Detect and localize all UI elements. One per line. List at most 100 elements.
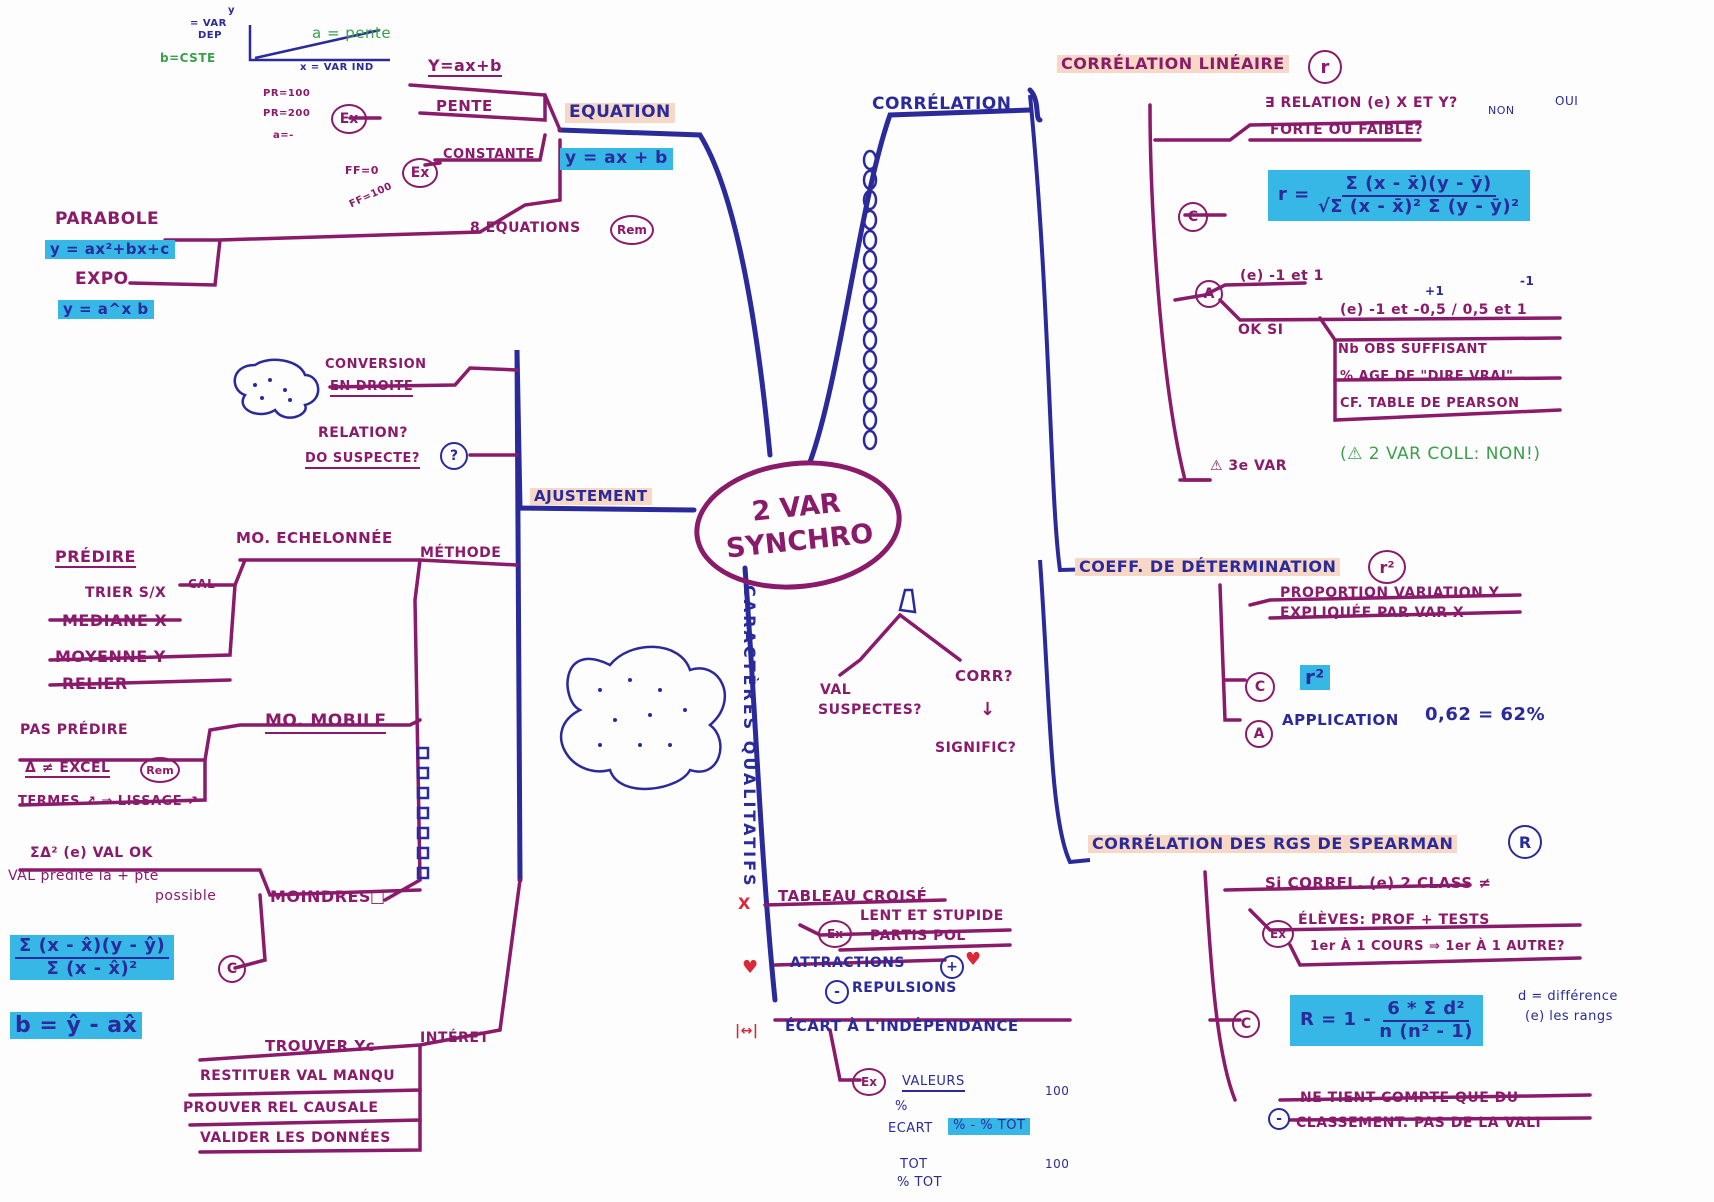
moindres-label: MOINDRES bbox=[270, 887, 371, 906]
ff1-label: FF=0 bbox=[345, 164, 379, 177]
corr-lin-trunk bbox=[1027, 87, 1043, 123]
interet-label: INTÉRET bbox=[420, 1030, 490, 1046]
graph-b-label: b=CSTE bbox=[160, 51, 216, 65]
classement-label: CLASSEMENT. PAS DE LA VALI bbox=[1296, 1115, 1542, 1131]
central-line-2: SYNCHRO bbox=[724, 518, 875, 565]
corr-a-badge: A bbox=[1195, 280, 1223, 308]
branch-caracteres-line bbox=[742, 565, 778, 1003]
warn-3e-var: ⚠ 3e VAR bbox=[1210, 458, 1288, 474]
lent-label: LENT ET STUPIDE bbox=[860, 908, 1004, 924]
termes-label: TERMES ↗ ⇒ LISSAGE ↗ bbox=[18, 794, 199, 809]
ajustement-formula-a: Σ (x - x̂)(y - ŷ)Σ (x - x̂)² bbox=[10, 935, 175, 981]
r2-formula: r² bbox=[1300, 665, 1330, 690]
cal-label: CAL bbox=[188, 577, 216, 591]
parabole-formula: y = ax²+bx+c bbox=[45, 240, 175, 260]
branch-equation-line bbox=[557, 127, 773, 458]
val-predite-line-1: VAL prédite la + pte bbox=[8, 868, 159, 884]
coeff-a-badge: A bbox=[1245, 720, 1273, 748]
graph-x-label: x = VAR IND bbox=[300, 62, 374, 73]
application-label: APPLICATION bbox=[1282, 711, 1399, 729]
bulb-icon bbox=[898, 588, 917, 614]
heart-icon: ♥ bbox=[742, 957, 759, 978]
signific-question: SIGNIFIC? bbox=[935, 740, 1017, 756]
chain-decoration bbox=[862, 149, 878, 451]
caracteres-title: CARACTÈRES QUALITATIFS bbox=[740, 585, 759, 889]
mediane-label: MEDIANE X bbox=[62, 611, 168, 630]
equation-title: EQUATION bbox=[565, 102, 675, 123]
cloud-doodle bbox=[559, 645, 727, 791]
relation-line-1: RELATION? bbox=[318, 425, 409, 441]
val-suspectes-line-1: VAL bbox=[820, 682, 852, 698]
pct-dire-label: % AGE DE "DIRE VRAI" bbox=[1340, 369, 1514, 384]
prouver-label: PROUVER REL CAUSALE bbox=[183, 1100, 379, 1116]
moindres-square: □ bbox=[370, 887, 386, 906]
methode-label: MÉTHODE bbox=[420, 545, 502, 561]
ok-si-label: OK SI bbox=[1238, 322, 1284, 338]
rem-equations-label: 8 EQUATIONS bbox=[470, 220, 581, 236]
equation-y-label: Y=ax+b bbox=[428, 56, 502, 78]
oui-label: OUI bbox=[1555, 94, 1579, 108]
spearman-minus-badge: - bbox=[1268, 1108, 1290, 1130]
rem-badge: Rem bbox=[140, 757, 180, 783]
moyenne-label: MOYENNE Y bbox=[55, 647, 166, 666]
ajustement-title: AJUSTEMENT bbox=[530, 487, 652, 506]
corr-arrow: ↓ bbox=[980, 699, 996, 720]
tableau-ex-badge: Ex bbox=[818, 920, 852, 948]
graph-y-dep: DEP bbox=[198, 30, 222, 41]
corr-lin-title: CORRÉLATION LINÉAIRE bbox=[1057, 54, 1289, 74]
predire-label: PRÉDIRE bbox=[55, 547, 136, 569]
r-symbol-badge: r bbox=[1308, 50, 1342, 84]
conversion-line-2: EN DROITE bbox=[330, 379, 414, 397]
pente-ex-badge: Ex bbox=[331, 104, 367, 134]
mo-echelonnee-label: MO. ECHELONNÉE bbox=[236, 529, 393, 547]
parabole-label: PARABOLE bbox=[55, 209, 160, 229]
plus1-label: +1 bbox=[1425, 284, 1445, 298]
val-predite-line-2: possible bbox=[155, 888, 217, 904]
equation-formula: y = ax + b bbox=[560, 148, 673, 170]
ecart-highlight: % - % TOT bbox=[948, 1118, 1031, 1135]
trier-label: TRIER S/X bbox=[85, 585, 167, 601]
range-label: (e) -1 et 1 bbox=[1240, 268, 1324, 284]
relation-question: ∃ RELATION (e) X ET Y? bbox=[1265, 95, 1458, 111]
tableau-croise-label: TABLEAU CROISÉ bbox=[778, 887, 928, 905]
tableau-x-mark: X bbox=[738, 894, 751, 913]
a0-label: a=- bbox=[273, 130, 294, 141]
pas-predire-label: PAS PRÉDIRE bbox=[20, 722, 129, 738]
spearman-R-badge: R bbox=[1508, 825, 1542, 859]
corr-c-badge: C bbox=[1178, 202, 1208, 232]
repulsions-label: REPULSIONS bbox=[852, 980, 957, 996]
green-note: (⚠ 2 VAR COLL: NON!) bbox=[1340, 444, 1541, 464]
table-pearson-label: CF. TABLE DE PEARSON bbox=[1340, 396, 1520, 411]
non-label: NON bbox=[1488, 104, 1515, 117]
conversion-line-1: CONVERSION bbox=[325, 357, 427, 372]
val-suspectes-line-2: SUSPECTES? bbox=[818, 702, 922, 718]
ecart-short-label: ECART bbox=[888, 1121, 933, 1136]
pct-tot-label: % TOT bbox=[897, 1175, 943, 1190]
coeff-title: COEFF. DE DÉTERMINATION bbox=[1075, 557, 1341, 577]
relier-label: RELIER bbox=[62, 674, 128, 693]
ecart-label: ÉCART À L'INDÉPENDANCE bbox=[785, 1017, 1019, 1035]
minus-badge: - bbox=[825, 980, 849, 1004]
pente-label: PENTE bbox=[436, 97, 493, 115]
graph-y-var: = VAR bbox=[190, 18, 227, 29]
spearman-ex-badge: Ex bbox=[1262, 920, 1294, 948]
constante-ex-badge: Ex bbox=[402, 158, 438, 188]
question-badge: ? bbox=[440, 442, 468, 470]
restituer-label: RESTITUER VAL MANQU bbox=[200, 1068, 396, 1084]
ok-range-label: (e) -1 et -0,5 / 0,5 et 1 bbox=[1340, 302, 1528, 318]
hundred-2: 100 bbox=[1045, 1157, 1070, 1171]
corr-question: CORR? bbox=[955, 667, 1014, 685]
graph-a-label: a = pente bbox=[312, 24, 392, 42]
eleves-label: ÉLÈVES: PROF + TESTS bbox=[1298, 912, 1490, 928]
ne-tient-label: NE TIENT COMPTE QUE DU bbox=[1300, 1090, 1519, 1106]
coeff-c-badge: C bbox=[1245, 672, 1275, 702]
valider-label: VALIDER LES DONNÉES bbox=[200, 1130, 391, 1146]
pr2-label: PR=200 bbox=[263, 108, 311, 119]
trouver-label: TROUVER Yc bbox=[265, 1037, 376, 1055]
pr1-label: PR=100 bbox=[263, 88, 311, 99]
r-formula: r = Σ (x - x̄)(y - ȳ)√Σ (x - x̄)² Σ (y -… bbox=[1268, 170, 1530, 222]
d-note-line-1: d = différence bbox=[1518, 989, 1618, 1004]
